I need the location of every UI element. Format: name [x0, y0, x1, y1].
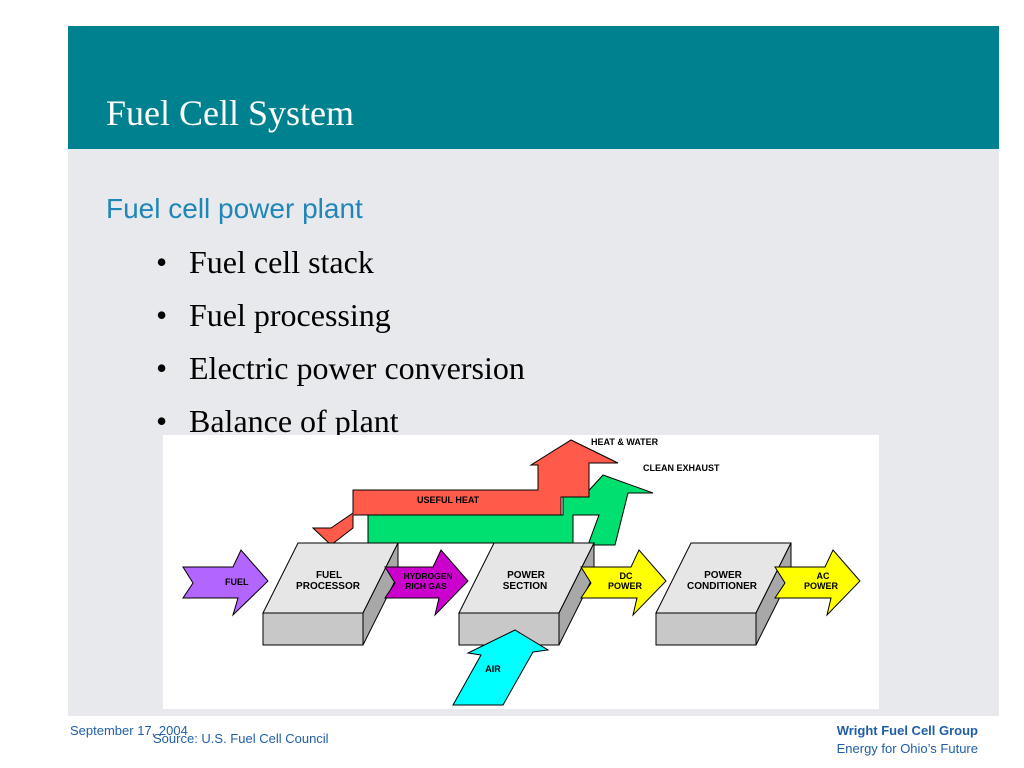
bullet-item: • Fuel cell stack: [156, 244, 374, 281]
fuel-cell-diagram-svg: USEFUL HEAT HEAT & WATER CLEAN EXHAUST F…: [182, 437, 861, 706]
fuel-processor-label: PROCESSOR: [296, 581, 361, 592]
power-section-label: SECTION: [503, 581, 547, 592]
bullet-text: Fuel processing: [189, 297, 391, 333]
air-label: AIR: [485, 664, 501, 674]
ac-power-label: POWER: [804, 581, 839, 591]
fuel-processor-label: FUEL: [316, 570, 342, 581]
power-section-box: POWER SECTION: [458, 542, 595, 646]
footer-org-name: Wright Fuel Cell Group: [836, 723, 978, 738]
power-conditioner-label: CONDITIONER: [687, 581, 758, 592]
dc-power-arrow: [580, 549, 667, 617]
clean-exhaust-label: CLEAN EXHAUST: [643, 463, 720, 473]
useful-heat-label: USEFUL HEAT: [417, 495, 480, 505]
power-section-label: POWER: [507, 570, 546, 581]
fuel-cell-diagram: USEFUL HEAT HEAT & WATER CLEAN EXHAUST F…: [163, 435, 879, 709]
bullet-text: Electric power conversion: [189, 350, 525, 386]
bullet-text: Balance of plant: [189, 403, 399, 439]
footer-organization: Wright Fuel Cell Group Energy for Ohio’s…: [837, 723, 978, 756]
fuel-label: FUEL: [225, 577, 249, 587]
bullet-text: Fuel cell stack: [189, 244, 374, 280]
power-conditioner-box: POWER CONDITIONER: [655, 542, 792, 646]
bullet-symbol: •: [156, 297, 168, 333]
bullet-symbol: •: [156, 350, 168, 386]
fuel-processor-box: FUEL PROCESSOR: [262, 542, 399, 646]
footer-date: September 17, 2004: [70, 723, 188, 738]
bullet-symbol: •: [156, 244, 168, 280]
hydrogen-label: HYDROGEN: [403, 571, 452, 581]
ac-power-label: AC: [817, 571, 830, 581]
heat-arrow: [311, 439, 619, 546]
slide-title: Fuel Cell System: [106, 93, 355, 133]
heat-water-label: HEAT & WATER: [591, 437, 659, 447]
dc-power-label: POWER: [608, 581, 643, 591]
bullet-symbol: •: [156, 403, 168, 439]
footer-source: Source: U.S. Fuel Cell Council: [153, 731, 329, 746]
hydrogen-label: RICH GAS: [405, 581, 447, 591]
bullet-item: • Balance of plant: [156, 403, 399, 440]
hydrogen-arrow: [384, 549, 469, 617]
clean-exhaust-arrow: [367, 474, 654, 546]
title-bar: [68, 26, 999, 149]
ac-power-arrow: [774, 549, 861, 617]
air-arrow: [452, 629, 550, 706]
footer-org-tagline: Energy for Ohio’s Future: [836, 741, 978, 756]
power-conditioner-label: POWER: [704, 570, 743, 581]
bullet-item: • Fuel processing: [156, 297, 391, 334]
dc-power-label: DC: [620, 571, 633, 581]
bullet-item: • Electric power conversion: [156, 350, 525, 387]
section-heading: Fuel cell power plant: [106, 193, 363, 224]
fuel-arrow: [182, 549, 269, 617]
